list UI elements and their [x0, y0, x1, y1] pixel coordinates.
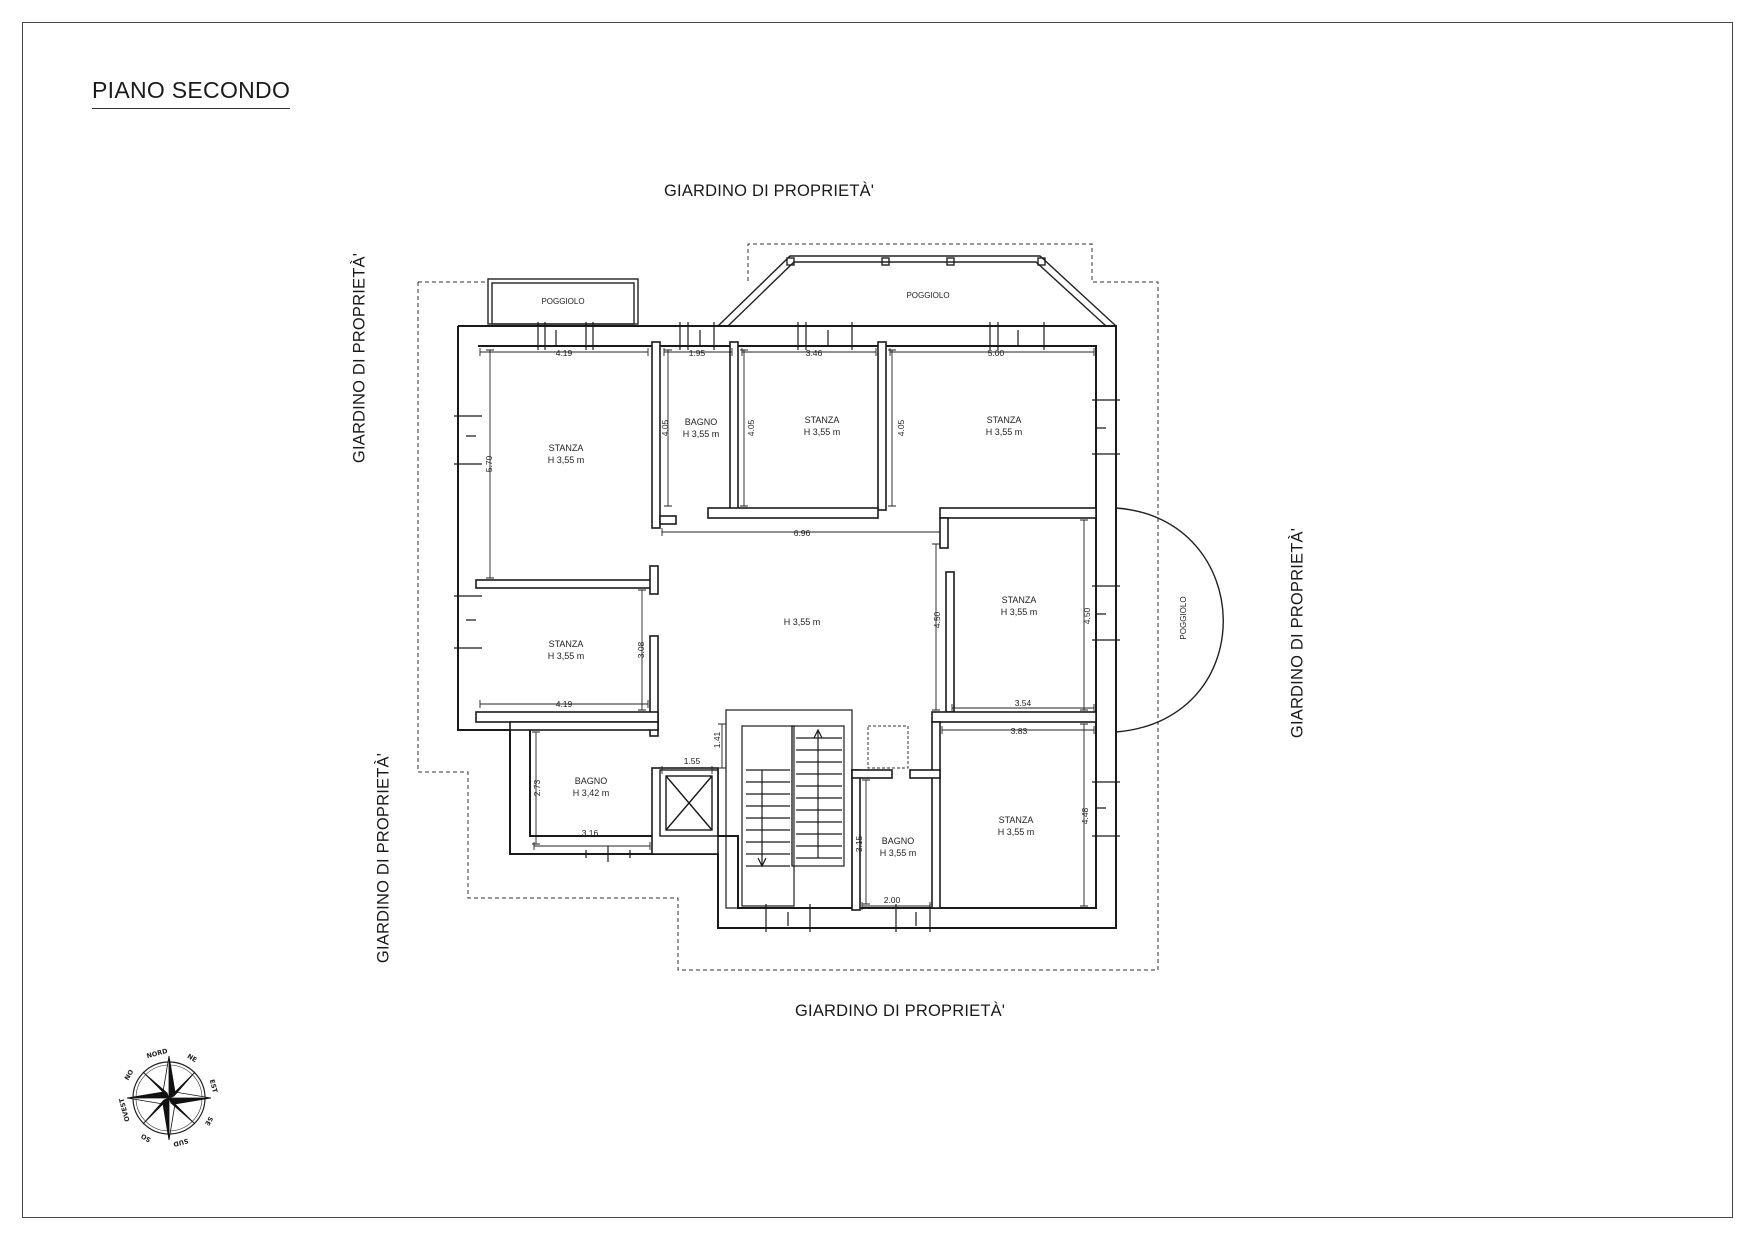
bagno-n-name: BAGNO — [685, 417, 718, 427]
dim-bagno-s-height: 3.15 — [854, 835, 864, 852]
balcony-top — [717, 255, 1117, 327]
balcony-right-label: POGGIOLO — [1179, 596, 1188, 639]
dim-stanza-se-height: 4.48 — [1080, 807, 1090, 824]
bagno-s-height: H 3,55 m — [880, 848, 917, 858]
stanza-n-name: STANZA — [805, 415, 840, 425]
corridor-height: H 3,55 m — [784, 617, 821, 627]
bagno-s-name: BAGNO — [882, 836, 915, 846]
compass-label-est: EST — [208, 1079, 219, 1095]
lift-shaft — [659, 769, 719, 837]
stanza-se-name: STANZA — [999, 815, 1034, 825]
shaft-dashed — [867, 725, 909, 769]
window-marks — [454, 322, 1120, 932]
bagno-n-height: H 3,55 m — [683, 429, 720, 439]
dim-bagno-sw-height: 2.73 — [532, 779, 542, 796]
compass-star-icon — [126, 1055, 212, 1141]
garden-label-top: GIARDINO DI PROPRIETÀ' — [664, 182, 875, 200]
dim-corridor-width: 6.96 — [794, 528, 811, 538]
sheet-title: PIANO SECONDO — [92, 77, 291, 109]
stanza-n-height: H 3,55 m — [804, 427, 841, 437]
dim-stanza-w-width: 4.19 — [556, 699, 573, 709]
dim-stanza-nw-width: 4.19 — [556, 348, 573, 358]
bagno-sw-height: H 3,42 m — [573, 788, 610, 798]
staircase — [725, 709, 853, 909]
compass-label-se: SE — [203, 1115, 214, 1127]
compass-label-ne: NE — [186, 1052, 199, 1064]
dim-bagno-sw-width: 3.16 — [582, 828, 599, 838]
compass-label-sud: SUD — [172, 1137, 189, 1149]
dim-landing-width: 1.55 — [684, 756, 701, 766]
dim-stanza-n-width: 3.46 — [806, 348, 823, 358]
dim-stanza-n-height: 4.05 — [746, 419, 756, 436]
dim-landing-height: 1.41 — [712, 731, 722, 748]
dim-stanza-se-width: 3.83 — [1011, 726, 1028, 736]
compass-label-no: NO — [123, 1068, 136, 1082]
dim-bagno-n-height: 4.05 — [660, 419, 670, 436]
compass-label-nord: NORD — [146, 1047, 169, 1060]
stanza-ne-height: H 3,55 m — [986, 427, 1023, 437]
stanza-e-name: STANZA — [1002, 595, 1037, 605]
stanza-nw-height: H 3,55 m — [548, 455, 585, 465]
stanza-e-height: H 3,55 m — [1001, 607, 1038, 617]
dim-stanza-nw-height: 5.70 — [484, 455, 494, 472]
dim-bagno-n-width: 1.95 — [689, 348, 706, 358]
stanza-nw-name: STANZA — [549, 443, 584, 453]
dim-bagno-s-width: 2.00 — [884, 895, 901, 905]
interior-walls — [475, 341, 1097, 911]
dimension-lines — [479, 348, 1095, 910]
balcony-right — [1115, 507, 1224, 733]
stanza-w-name: STANZA — [549, 639, 584, 649]
drawing-frame — [22, 22, 1733, 1218]
balcony-top-label: POGGIOLO — [906, 291, 949, 300]
bagno-sw-name: BAGNO — [575, 776, 608, 786]
dim-stanza-e-width: 3.54 — [1015, 698, 1032, 708]
compass-rose: SUD SO OVEST NO NORD NE EST SE — [117, 1047, 219, 1149]
stanza-se-height: H 3,55 m — [998, 827, 1035, 837]
compass-label-so: SO — [139, 1132, 152, 1144]
dim-stanza-e-height: 4.50 — [1082, 607, 1092, 624]
garden-label-bottom: GIARDINO DI PROPRIETÀ' — [795, 1002, 1006, 1020]
balcony-left-label: POGGIOLO — [541, 297, 584, 306]
dim-stanza-ne-height: 4.05 — [896, 419, 906, 436]
dim-corridor-height: 4.50 — [932, 611, 942, 628]
dim-stanza-w-height: 3.08 — [636, 641, 646, 658]
stanza-w-height: H 3,55 m — [548, 651, 585, 661]
property-outline — [417, 243, 1159, 971]
balcony-left — [487, 278, 639, 325]
stanza-ne-name: STANZA — [987, 415, 1022, 425]
dim-stanza-ne-width: 5.00 — [988, 348, 1005, 358]
compass-label-ovest: OVEST — [117, 1097, 131, 1123]
